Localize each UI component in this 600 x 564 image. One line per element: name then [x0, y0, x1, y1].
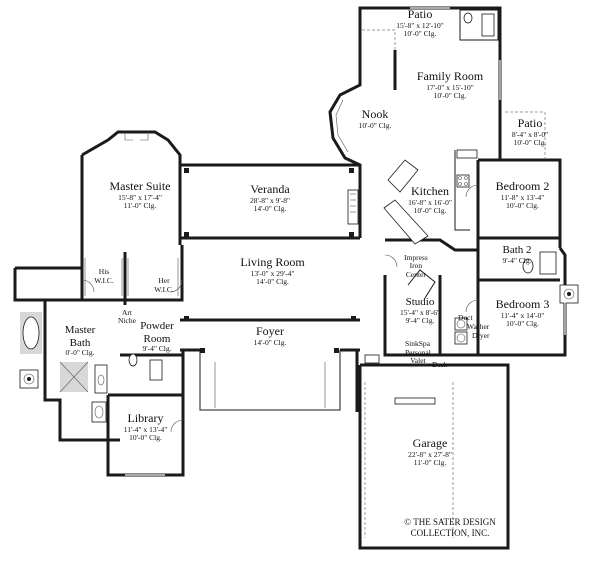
room-label-living-room: Living Room 13'-0" x 29'-4" 14'-0" Clg.: [225, 255, 320, 287]
note-line: Niche: [118, 316, 136, 326]
room-ceiling: 10'-0" Clg.: [403, 29, 437, 39]
copyright-line1: © THE SATER DESIGN: [404, 517, 496, 527]
note-desk: Desk: [432, 360, 448, 369]
note-line: Impress: [404, 253, 428, 262]
room-dims: 15'-8" x 17'-4": [118, 192, 162, 202]
note-art-niche: Art Niche: [118, 308, 136, 326]
room-dims: 13'-0" x 29'-4": [250, 268, 295, 278]
room-ceiling: 10'-0" Clg.: [433, 91, 467, 101]
room-ceiling: 10'-0" Clg.: [413, 206, 447, 216]
note-line: Art: [121, 308, 132, 317]
room-name: Patio: [407, 7, 433, 21]
room-name: Master Suite: [109, 179, 171, 193]
room-label-patio-right: Patio 8'-4" x 8'-0" 10'-0" Clg.: [500, 116, 560, 148]
room-ceiling: 0'-0" Clg.: [65, 348, 95, 358]
room-name-line2: Room: [143, 332, 171, 345]
room-dims: 11'-4" x 13'-4": [123, 424, 168, 434]
room-name: Garage: [412, 436, 448, 450]
room-dims: 15'-8" x 12'-10": [396, 20, 444, 30]
room-label-foyer: Foyer 14'-0" Clg.: [240, 324, 300, 347]
room-name: Studio: [405, 296, 435, 308]
room-name: Library: [127, 411, 164, 425]
note-personal-valet: Personal Valet: [405, 348, 431, 366]
room-name: Kitchen: [411, 184, 449, 198]
note-line: Personal: [405, 348, 431, 357]
room-ceiling: 14'-0" Clg.: [256, 277, 289, 287]
room-label-kitchen: Kitchen 16'-8" x 16'-0" 10'-0" Clg.: [395, 184, 465, 216]
room-label-veranda: Veranda 28'-8" x 9'-8" 14'-0" Clg.: [225, 182, 315, 214]
room-name-line2: W.I.C.: [154, 284, 174, 294]
note-sink-spa: SinkSpa: [405, 339, 431, 348]
room-label-patio-top: Patio 15'-8" x 12'-10" 10'-0" Clg.: [375, 7, 465, 39]
ac-unit-icon: [19, 369, 39, 389]
interior-details: [19, 7, 579, 538]
room-ceiling: 11'-0" Clg.: [123, 201, 157, 211]
room-ceiling: 9'-4" Clg.: [142, 344, 172, 354]
room-label-bath-2: Bath 2 9'-4" Clg.: [492, 244, 542, 265]
room-ceiling: 9'-4" Clg.: [405, 316, 435, 326]
room-dims: 22'-8" x 27'-8": [408, 449, 452, 459]
room-label-bedroom-3: Bedroom 3 11'-4" x 14'-0" 10'-0" Clg.: [485, 297, 560, 329]
room-label-master-suite: Master Suite 15'-8" x 17'-4" 11'-0" Clg.: [95, 179, 185, 211]
room-ceiling: 10'-0" Clg.: [358, 120, 392, 130]
copyright: © THE SATER DESIGN COLLECTION, INC.: [395, 517, 505, 539]
note-washer: Washer: [467, 322, 490, 331]
room-name: Bedroom 2: [495, 179, 550, 193]
room-name: Patio: [517, 116, 543, 130]
room-ceiling: 14'-0" Clg.: [253, 204, 287, 214]
room-name: Veranda: [250, 182, 290, 196]
room-name-line1: His: [98, 267, 110, 276]
room-name: Foyer: [256, 324, 284, 338]
room-dims: 16'-8" x 16'-0": [408, 197, 452, 207]
room-name: Bedroom 3: [495, 297, 550, 311]
room-ceiling: 14'-0" Clg.: [253, 337, 287, 347]
note-impress-iron-center: Impress Iron Center: [404, 253, 428, 279]
room-ceiling: 10'-0" Clg.: [506, 319, 539, 329]
room-label-powder-room: Powder Room 9'-4" Clg.: [132, 320, 182, 354]
room-name-line2: W.I.C.: [94, 275, 114, 285]
room-name-line2: Bath: [69, 336, 91, 349]
room-label-master-bath: Master Bath 0'-0" Clg.: [60, 324, 100, 358]
copyright-line2: COLLECTION, INC.: [410, 527, 490, 538]
room-ceiling: 9'-4" Clg.: [502, 255, 532, 265]
room-name-line1: Master: [64, 324, 96, 336]
room-name: Living Room: [240, 255, 305, 269]
room-dims: 17'-0" x 15'-10": [426, 82, 474, 92]
room-dims: 28'-8" x 9'-8": [249, 195, 291, 205]
room-dims: 15'-4" x 8'-6": [399, 307, 441, 317]
room-name: Nook: [361, 107, 389, 121]
room-label-family-room: Family Room 17'-0" x 15'-10" 10'-0" Clg.: [400, 69, 500, 101]
room-label-nook: Nook 10'-0" Clg.: [345, 107, 405, 130]
room-ceiling: 10'-0" Clg.: [513, 138, 547, 148]
exterior-walls: [13, 6, 567, 550]
room-dims: 8'-4" x 8'-0": [511, 129, 549, 139]
note-line: Iron: [409, 261, 423, 271]
ac-unit-icon: [559, 284, 579, 304]
room-label-bedroom-2: Bedroom 2 11'-8" x 13'-4" 10'-0" Clg.: [485, 179, 560, 211]
room-label-his-wic: His W.I.C.: [86, 267, 122, 285]
note-line: Valet: [410, 356, 426, 366]
room-dims: 11'-8" x 13'-4": [500, 192, 545, 202]
room-ceiling: 11'-0" Clg.: [413, 458, 447, 468]
room-label-library: Library 11'-4" x 13'-4" 10'-0" Clg.: [113, 411, 178, 443]
room-label-studio: Studio 15'-4" x 8'-6" 9'-4" Clg.: [395, 296, 445, 326]
room-label-her-wic: Her W.I.C.: [147, 276, 181, 294]
room-name-line1: Powder: [140, 320, 174, 332]
note-line: Center: [405, 269, 426, 279]
room-ceiling: 10'-0" Clg.: [129, 433, 162, 443]
note-dryer: Dryer: [472, 331, 490, 340]
room-dims: 11'-4" x 14'-0": [500, 310, 545, 320]
room-name-line1: Her: [158, 276, 170, 285]
note-duct: Duct: [458, 313, 473, 322]
room-name: Bath 2: [502, 244, 532, 256]
room-ceiling: 10'-0" Clg.: [506, 201, 539, 211]
room-label-garage: Garage 22'-8" x 27'-8" 11'-0" Clg.: [380, 436, 480, 468]
room-name: Family Room: [416, 69, 484, 83]
